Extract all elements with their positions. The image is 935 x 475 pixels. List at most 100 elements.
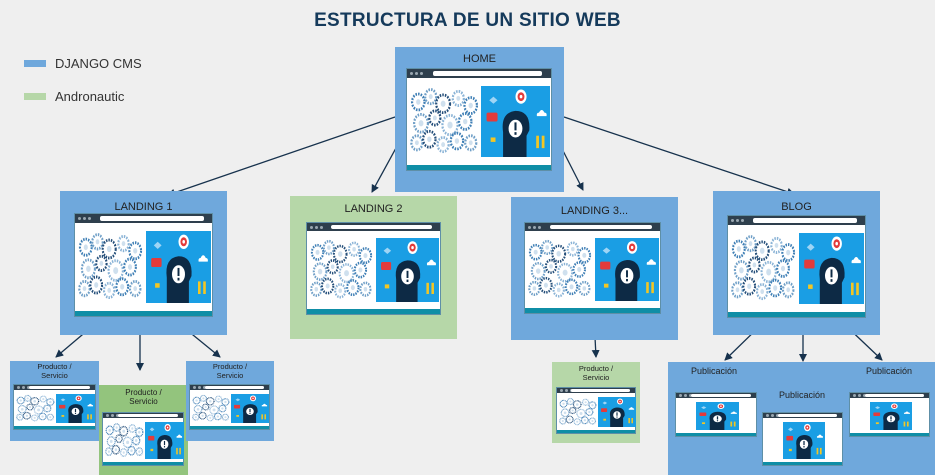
browser-footer: [75, 311, 212, 316]
idea-head-icon: [595, 238, 659, 301]
idea-head-icon: [783, 422, 825, 459]
idea-head-icon: [598, 397, 636, 427]
node-label-home: HOME: [463, 53, 496, 65]
browser-toolbar: [763, 413, 842, 418]
window-dots-icon: [310, 226, 323, 229]
gears-icon: [192, 394, 230, 422]
window-dots-icon: [193, 386, 206, 389]
address-bar: [571, 389, 630, 392]
address-bar: [691, 394, 751, 397]
landing3-page-mockup: [524, 222, 661, 314]
node-label-landing2: LANDING 2: [344, 203, 403, 215]
legend-item-andronautic: Andronautic: [24, 89, 124, 104]
legend-label-andronautic: Andronautic: [55, 89, 125, 104]
window-dots-icon: [679, 394, 692, 397]
product4-page-mockup: [556, 387, 636, 434]
browser-footer: [850, 433, 929, 436]
address-bar: [29, 386, 90, 389]
address-bar: [778, 414, 837, 417]
gears-icon: [410, 88, 479, 154]
address-bar: [118, 414, 178, 417]
idea-head-icon: [56, 394, 95, 423]
browser-toolbar: [103, 413, 183, 418]
browser-footer: [407, 165, 551, 170]
browser-footer: [103, 462, 183, 465]
address-bar: [331, 225, 432, 229]
browser-toolbar: [850, 393, 929, 398]
browser-footer: [14, 426, 95, 429]
address-bar: [205, 386, 264, 389]
browser-footer: [763, 462, 842, 465]
node-label-product2: Producto / Servicio: [125, 388, 162, 407]
window-dots-icon: [731, 219, 744, 222]
node-publication3: Publicación: [845, 366, 933, 380]
gears-icon: [105, 423, 144, 457]
browser-toolbar: [190, 385, 269, 390]
address-bar: [753, 218, 857, 223]
idea-head-icon: [696, 402, 739, 430]
blog-page-mockup: [727, 215, 866, 318]
node-publication1: Publicación: [670, 366, 758, 380]
idea-head-icon: [145, 422, 184, 459]
browser-toolbar: [728, 216, 865, 225]
node-label-blog: BLOG: [781, 201, 812, 213]
legend-label-django: DJANGO CMS: [55, 56, 142, 71]
legend-swatch-andronautic: [24, 93, 46, 100]
node-label-publication2: Publicación: [778, 390, 826, 400]
product2-page-mockup: [102, 412, 184, 466]
browser-footer: [307, 309, 440, 314]
browser-footer: [728, 312, 865, 317]
gears-icon: [559, 397, 597, 426]
address-bar: [433, 71, 542, 76]
node-label-publication1: Publicación: [690, 366, 738, 376]
window-dots-icon: [106, 414, 119, 417]
browser-footer: [557, 430, 635, 433]
address-bar: [100, 216, 204, 221]
browser-footer: [676, 433, 756, 436]
legend-swatch-django: [24, 60, 46, 67]
diagram-title: ESTRUCTURA DE UN SITIO WEB: [314, 10, 621, 31]
address-bar: [550, 225, 652, 229]
window-dots-icon: [766, 414, 779, 417]
gears-icon: [16, 394, 55, 422]
gears-icon: [528, 239, 592, 298]
idea-head-icon: [870, 402, 912, 430]
gears-icon: [310, 239, 373, 299]
browser-toolbar: [407, 69, 551, 78]
node-label-product1: Producto / Servicio: [37, 362, 72, 380]
window-dots-icon: [853, 394, 866, 397]
product1-page-mockup: [13, 384, 96, 430]
node-label-product4: Producto / Servicio: [578, 364, 614, 382]
legend-item-django: DJANGO CMS: [24, 56, 142, 71]
browser-footer: [190, 426, 269, 429]
browser-toolbar: [557, 388, 635, 393]
landing1-page-mockup: [74, 213, 213, 317]
browser-toolbar: [75, 214, 212, 223]
home-page-mockup: [406, 68, 552, 171]
idea-head-icon: [146, 231, 211, 303]
publication2-page-mockup: [762, 412, 843, 466]
gears-icon: [78, 233, 143, 300]
window-dots-icon: [17, 386, 30, 389]
idea-head-icon: [481, 86, 550, 157]
landing2-page-mockup: [306, 222, 441, 315]
publication1-page-mockup: [675, 392, 757, 437]
browser-toolbar: [525, 223, 660, 231]
address-bar: [865, 394, 924, 397]
window-dots-icon: [78, 217, 91, 220]
publication3-page-mockup: [849, 392, 930, 437]
arrow-home-landing1: [167, 116, 396, 197]
node-label-landing1: LANDING 1: [114, 201, 173, 213]
product3-page-mockup: [189, 384, 270, 430]
idea-head-icon: [231, 394, 269, 423]
arrow-home-blog: [563, 116, 795, 196]
idea-head-icon: [799, 233, 864, 304]
browser-toolbar: [307, 223, 440, 231]
browser-footer: [525, 308, 660, 313]
node-publication2: Publicación: [758, 390, 846, 404]
node-label-landing3: LANDING 3...: [560, 205, 629, 217]
idea-head-icon: [376, 238, 439, 302]
gears-icon: [731, 235, 796, 301]
window-dots-icon: [528, 226, 541, 229]
browser-toolbar: [14, 385, 95, 390]
